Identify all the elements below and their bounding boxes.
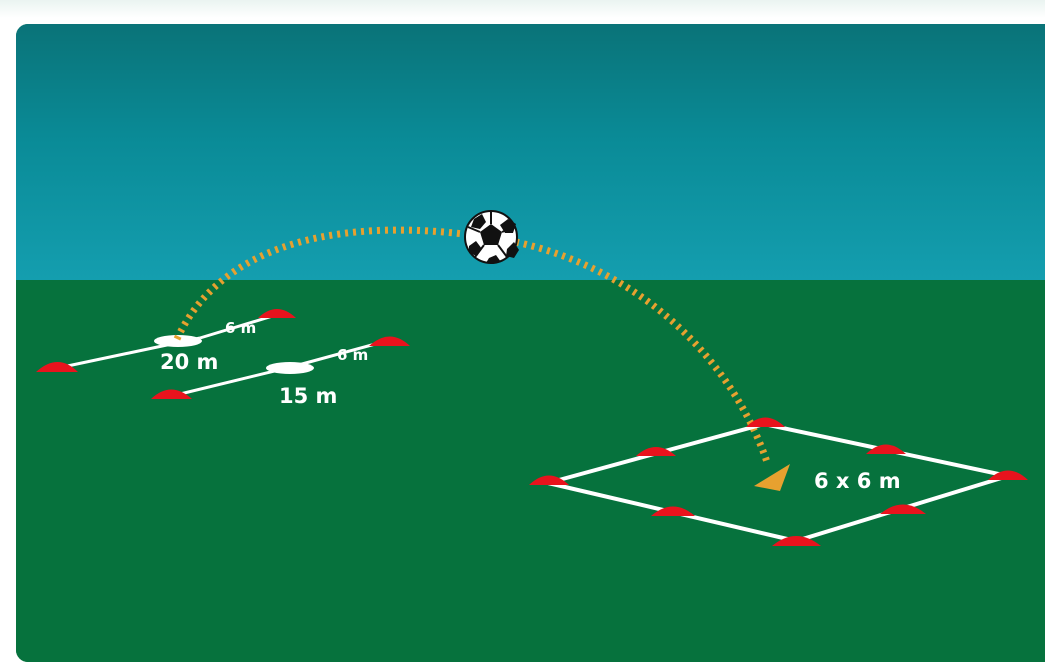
training-cone-icon	[772, 536, 821, 546]
training-cone-icon	[866, 444, 906, 454]
ball-trajectory-group	[173, 226, 790, 491]
square-size-label: 6 x 6 m	[814, 469, 901, 493]
distance-label-15m: 15 m	[279, 384, 337, 408]
training-cone-icon	[988, 470, 1028, 480]
sky-background	[16, 24, 1045, 280]
soccer-ball-icon	[464, 210, 519, 264]
distance-label-6m-lower: 6 m	[337, 346, 368, 364]
training-cone-icon	[880, 504, 926, 514]
start-marker-15m	[266, 362, 314, 374]
training-cone-icon	[36, 362, 78, 372]
right-square-grid: 6 x 6 m	[529, 417, 1028, 546]
training-cone-icon	[636, 447, 676, 456]
distance-label-6m-top: 6 m	[225, 319, 256, 337]
training-cone-icon	[369, 336, 410, 346]
trajectory-left-arc	[173, 226, 473, 341]
baseline-6m-top	[199, 313, 277, 340]
landing-arrow-icon	[754, 464, 790, 491]
start-marker-20m	[154, 335, 202, 347]
top-decorative-strip	[0, 0, 1045, 18]
training-cone-icon	[151, 389, 192, 399]
training-cone-icon	[651, 506, 695, 516]
trajectory-right-arc	[515, 238, 771, 464]
training-cone-icon	[529, 475, 569, 485]
training-cone-icon	[258, 309, 296, 318]
training-cone-icon	[746, 417, 785, 427]
distance-label-20m: 20 m	[160, 350, 218, 374]
left-distance-diagram: 6 m 20 m 6 m 15 m	[36, 309, 410, 408]
